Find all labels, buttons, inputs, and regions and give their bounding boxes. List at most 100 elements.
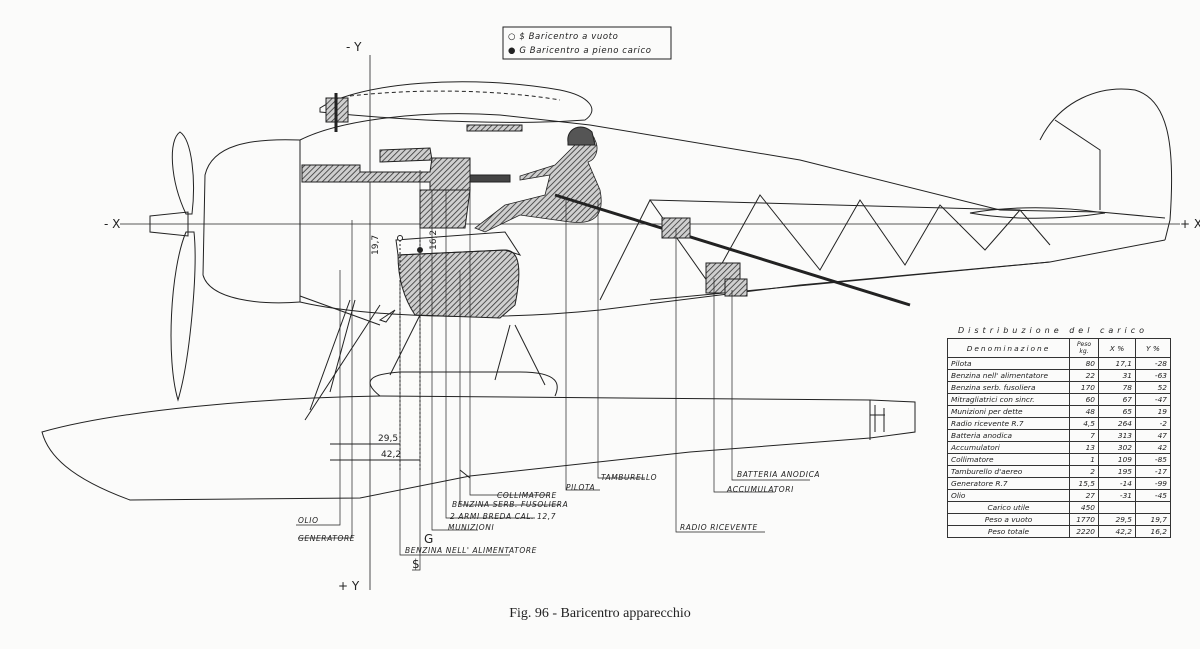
label-accumulatori: Accumulatori: [726, 485, 794, 494]
fuselage-top: [299, 113, 1166, 219]
label-armi: 2 armi Breda cal. 12,7: [450, 512, 556, 521]
cell-x: 264: [1098, 417, 1136, 430]
cell-weight: 170: [1069, 381, 1099, 394]
fuselage-truss: [599, 194, 1051, 301]
cell-y: 19,7: [1135, 513, 1171, 526]
cell-x: 29,5: [1098, 513, 1136, 526]
cell-x: 31: [1098, 369, 1136, 382]
cell-y: 42: [1135, 441, 1171, 454]
cell-weight: 60: [1069, 393, 1099, 406]
cell-x: 78: [1098, 381, 1136, 394]
cell-y: 47: [1135, 429, 1171, 442]
cell-y: -47: [1135, 393, 1171, 406]
label-benzina-fusoliera: Benzina serb. fusoliera: [452, 500, 568, 509]
cell-weight: 2: [1069, 465, 1099, 478]
label-tamburello: Tamburello: [601, 473, 657, 482]
label-munizioni: Munizioni: [448, 523, 494, 532]
cell-name: Carico utile: [947, 501, 1070, 514]
label-generatore: Generatore: [298, 534, 355, 543]
cell-x: 42,2: [1098, 525, 1136, 538]
cell-name: Tamburello d'aereo: [947, 465, 1070, 478]
cell-name: Pilota: [947, 357, 1070, 370]
tail-fin: [1039, 88, 1173, 241]
spinner: [149, 211, 189, 237]
cell-weight: 1770: [1069, 513, 1099, 526]
header-peso: Peso kg.: [1069, 338, 1099, 358]
engine-cowling: [202, 139, 301, 304]
cell-y: -28: [1135, 357, 1171, 370]
cell-x: -31: [1098, 489, 1136, 502]
cg-full-marker: [417, 247, 423, 253]
legend-box: [502, 26, 672, 60]
cell-y: 16,2: [1135, 525, 1171, 538]
cell-weight: 13: [1069, 441, 1099, 454]
dim-29: 29,5: [378, 434, 398, 444]
cell-name: Accumulatori: [947, 441, 1070, 454]
cell-name: Batteria anodica: [947, 429, 1070, 442]
cell-x: 65: [1098, 405, 1136, 418]
cell-y: -45: [1135, 489, 1171, 502]
legend-full: ● G Baricentro a pieno carico: [508, 46, 652, 56]
cell-x: 109: [1098, 453, 1136, 466]
cell-x: 313: [1098, 429, 1136, 442]
cell-weight: 4,5: [1069, 417, 1099, 430]
axis-x-right: + X: [1180, 217, 1200, 231]
dim-42: 42,2: [381, 450, 401, 460]
cell-y: -85: [1135, 453, 1171, 466]
label-benzina-alimentatore: Benzina nell' alimentatore: [405, 546, 537, 555]
label-pilota: Pilota: [566, 483, 595, 492]
header-denominazione: Denominazione: [947, 338, 1070, 358]
cell-y: -99: [1135, 477, 1171, 490]
cell-name: Generatore R.7: [947, 477, 1070, 490]
marker-s: $: [412, 557, 420, 571]
cell-weight: 450: [1069, 501, 1099, 514]
cell-y: -2: [1135, 417, 1171, 430]
cell-y: 19: [1135, 405, 1171, 418]
cell-x: 195: [1098, 465, 1136, 478]
cell-weight: 7: [1069, 429, 1099, 442]
cell-name: Radio ricevente R.7: [947, 417, 1070, 430]
dim-19: 19,7: [371, 235, 381, 255]
fuel-tank: [397, 249, 520, 319]
cell-y: [1135, 501, 1171, 514]
cell-name: Benzina serb. fusoliera: [947, 381, 1070, 394]
cg-empty-marker: [397, 235, 403, 241]
cell-name: Mitragliatrici con sincr.: [947, 393, 1070, 406]
label-olio: Olio: [298, 516, 319, 525]
cell-name: Munizioni per dette: [947, 405, 1070, 418]
cell-weight: 80: [1069, 357, 1099, 370]
axis-x-left: - X: [104, 217, 120, 231]
legend-empty: ○ $ Baricentro a vuoto: [508, 32, 618, 42]
cell-x: [1098, 501, 1136, 514]
figure-caption: Fig. 96 - Baricentro apparecchio: [509, 606, 691, 621]
propeller-blade-bottom: [170, 231, 196, 402]
table-header-row: Denominazione Peso kg. X % Y %: [947, 338, 1171, 358]
cell-x: 302: [1098, 441, 1136, 454]
label-radio: Radio ricevente: [680, 523, 758, 532]
table-title: Distribuzione del carico: [958, 326, 1149, 335]
header-x: X %: [1098, 338, 1136, 358]
cell-name: Collimatore: [947, 453, 1070, 466]
cell-weight: 22: [1069, 369, 1099, 382]
cell-weight: 2220: [1069, 525, 1099, 538]
cell-name: Peso totale: [947, 525, 1070, 538]
cell-name: Benzina nell' alimentatore: [947, 369, 1070, 382]
marker-g: G: [424, 532, 433, 546]
cell-x: 17,1: [1098, 357, 1136, 370]
float-struts: [304, 299, 546, 421]
